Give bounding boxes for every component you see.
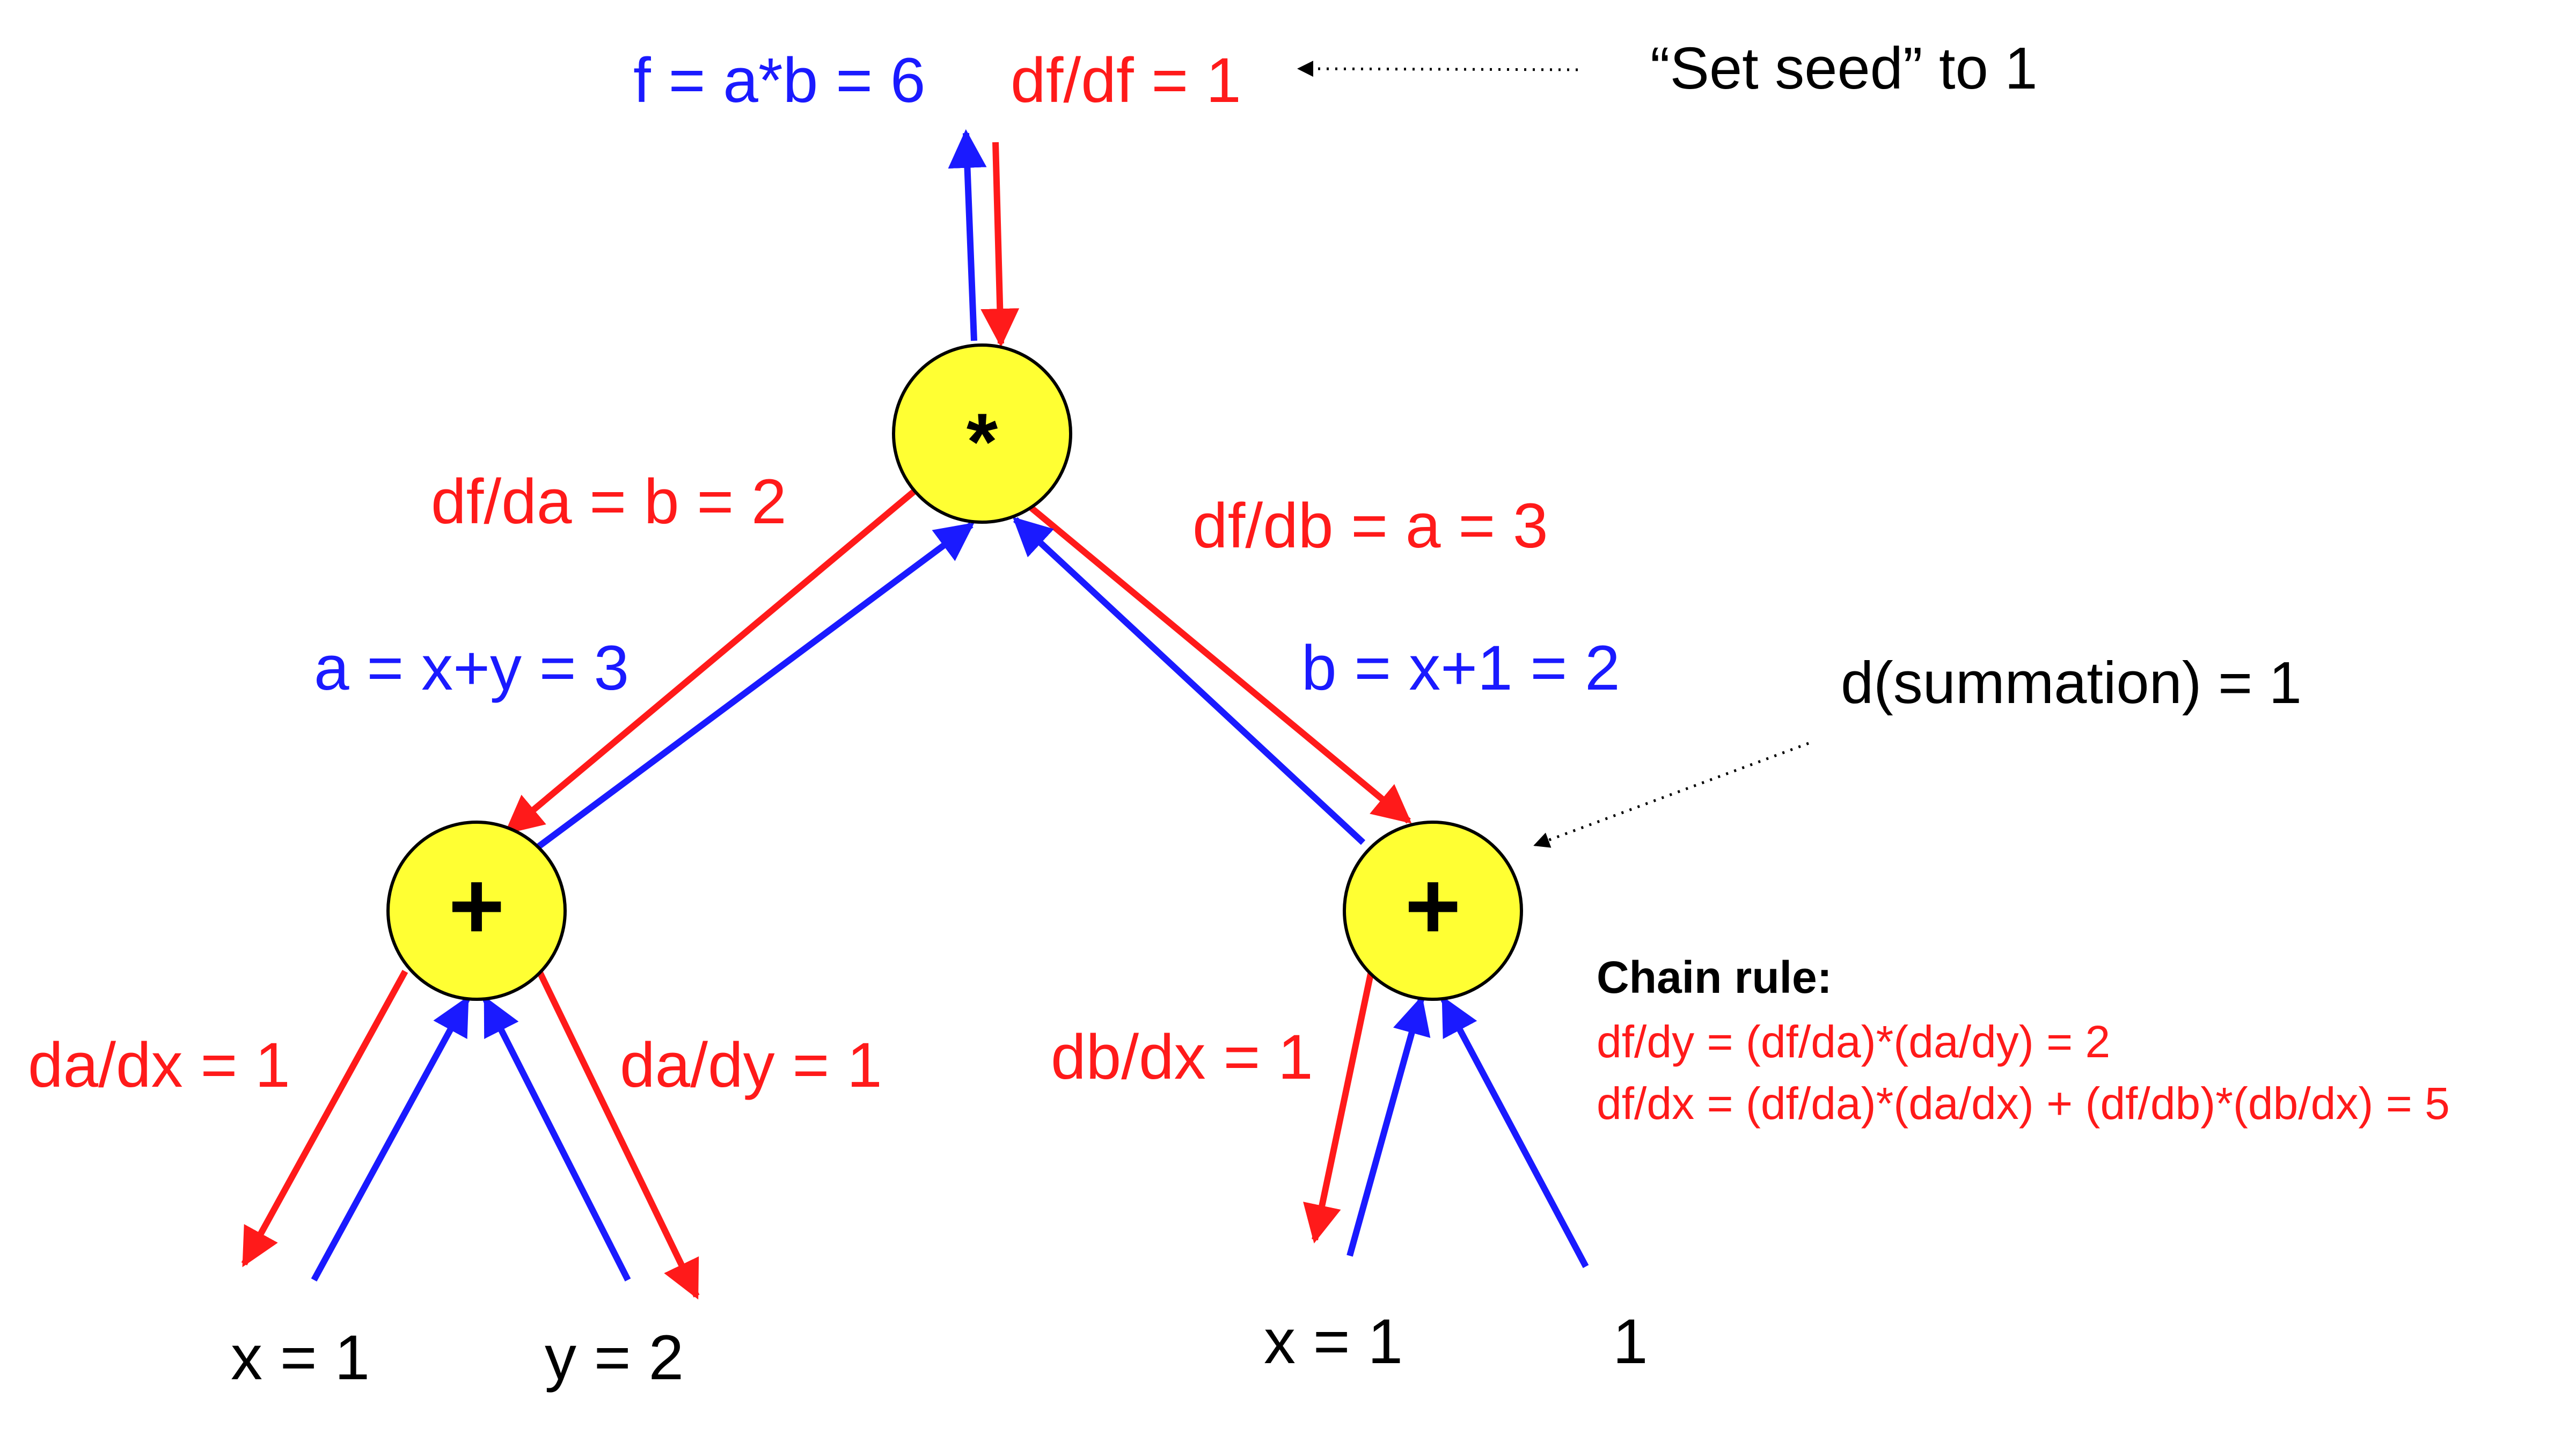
left-sum-node: +: [386, 821, 567, 1001]
backward-edge-seed: [980, 142, 1020, 348]
input-y: y = 2: [545, 1322, 684, 1393]
backward-edge-db-dx: [1303, 970, 1374, 1244]
grad-a-label: df/da = b = 2: [431, 466, 787, 537]
grad-da-dx-label: da/dx = 1: [28, 1030, 290, 1101]
left-sum-node-circle: [386, 821, 567, 1001]
forward-edge-y: [482, 996, 631, 1282]
input-constant: 1: [1613, 1306, 1648, 1377]
seed-gradient-label: df/df = 1: [1011, 45, 1241, 116]
summation-annotation-arrow: [1533, 742, 1809, 848]
multiply-node-symbol: *: [967, 397, 998, 487]
left-sum-node-symbol: +: [448, 852, 504, 960]
input-x-left: x = 1: [231, 1322, 370, 1393]
grad-b-label: df/db = a = 3: [1192, 491, 1548, 561]
multiply-node-circle: [892, 343, 1072, 524]
summation-note: d(summation) = 1: [1841, 650, 2302, 716]
input-x-right: x = 1: [1264, 1306, 1403, 1377]
right-sum-node-symbol: +: [1404, 852, 1461, 960]
forward-output-label: f = a*b = 6: [633, 45, 926, 116]
backward-edge-df-da: [504, 486, 920, 835]
seed-note: “Set seed” to 1: [1650, 35, 2038, 101]
forward-edge-const: [1440, 996, 1589, 1268]
forward-edge-x-left: [311, 996, 470, 1282]
grad-db-dx-label: db/dx = 1: [1051, 1022, 1313, 1093]
forward-edge-x-right: [1346, 996, 1431, 1257]
forward-b-label: b = x+1 = 2: [1301, 633, 1620, 704]
backward-edge-da-dx: [241, 970, 408, 1268]
chain-rule-line1: df/dy = (df/da)*(da/dy) = 2: [1597, 1016, 2110, 1067]
chain-rule-title: Chain rule:: [1597, 952, 1832, 1002]
forward-edge-b: [1012, 517, 1366, 845]
backward-edge-da-dy: [536, 970, 700, 1300]
backward-edge-df-db: [1028, 504, 1412, 824]
multiply-node: *: [892, 343, 1072, 524]
seed-annotation-arrow: [1297, 61, 1578, 77]
chain-rule-line2: df/dx = (df/da)*(da/dx) + (df/db)*(db/dx…: [1597, 1078, 2450, 1129]
right-sum-node-circle: [1343, 821, 1523, 1001]
forward-edge-output: [948, 129, 987, 341]
grad-da-dy-label: da/dy = 1: [620, 1030, 882, 1101]
forward-a-label: a = x+y = 3: [314, 633, 629, 704]
right-sum-node: +: [1343, 821, 1523, 1001]
forward-edge-a: [535, 522, 975, 851]
